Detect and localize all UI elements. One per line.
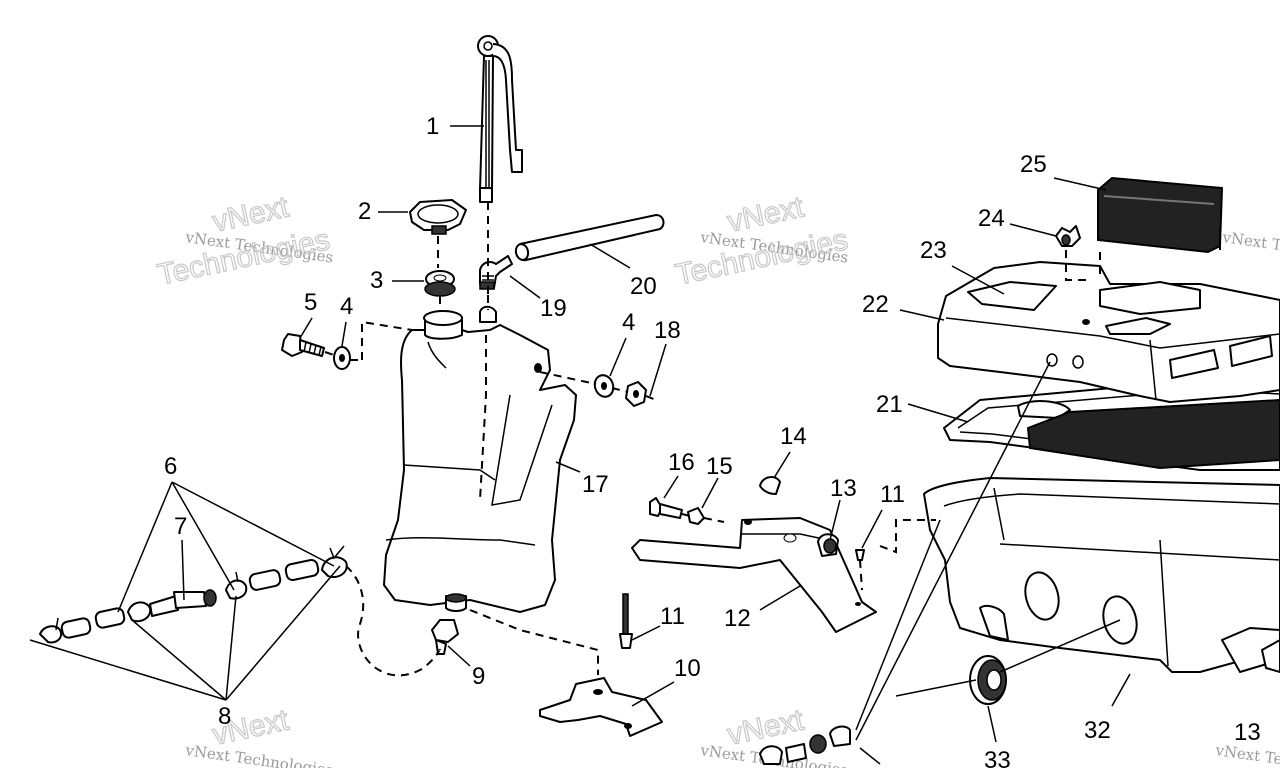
callout-11-upper: 11 bbox=[880, 481, 905, 508]
callout-18: 18 bbox=[654, 317, 681, 344]
bolt-part bbox=[281, 333, 325, 357]
callout-1: 1 bbox=[426, 113, 439, 140]
grommet-part-bottom-right bbox=[1261, 639, 1280, 673]
seal-ring-part bbox=[424, 270, 456, 297]
stud-part-upper bbox=[855, 549, 865, 561]
callout-12: 12 bbox=[724, 605, 751, 632]
callout-23: 23 bbox=[920, 237, 947, 264]
callout-5: 5 bbox=[304, 289, 317, 316]
callout-6: 6 bbox=[164, 453, 177, 480]
hose-assembly-part bbox=[39, 545, 348, 644]
air-filter-element-part bbox=[1017, 398, 1280, 470]
nut-part bbox=[625, 381, 647, 407]
callout-22: 22 bbox=[862, 291, 889, 318]
tank-cap-part bbox=[409, 199, 467, 235]
callout-10: 10 bbox=[674, 655, 701, 682]
callout-33: 33 bbox=[984, 747, 1011, 768]
watermark-text: vNext Technologies bbox=[183, 741, 334, 768]
grommet-part-lower bbox=[809, 725, 851, 754]
watermark-center: vNext vNext Technologies Technologies bbox=[672, 190, 851, 293]
callout-13-upper: 13 bbox=[830, 475, 857, 502]
screw-part bbox=[649, 497, 683, 519]
callout-17: 17 bbox=[582, 471, 609, 498]
watermark-text-large: Technologies bbox=[673, 223, 851, 292]
watermark-text-large: Technologies bbox=[155, 223, 333, 292]
callout-3: 3 bbox=[370, 267, 383, 294]
clip-part bbox=[759, 476, 781, 495]
callout-20: 20 bbox=[630, 273, 657, 300]
leader-lines bbox=[29, 125, 1131, 765]
elbow-fitting-part bbox=[479, 255, 513, 290]
callout-21: 21 bbox=[876, 391, 903, 418]
airbox-lower-part bbox=[923, 477, 1280, 673]
callout-4-right: 4 bbox=[622, 309, 635, 336]
callout-7: 7 bbox=[174, 513, 187, 540]
foam-filter-part bbox=[1097, 176, 1224, 254]
watermark-logo: vNext bbox=[210, 190, 293, 238]
callout-24: 24 bbox=[978, 205, 1005, 232]
watermark-bottom-left: vNext vNext Technologies bbox=[183, 703, 334, 768]
washer-part-left bbox=[333, 346, 351, 370]
oil-tank-part bbox=[383, 305, 577, 613]
lock-washer-part bbox=[687, 507, 705, 525]
stud-part-lower bbox=[619, 593, 633, 649]
callout-15: 15 bbox=[706, 453, 733, 480]
airbox-cover-part bbox=[937, 261, 1280, 403]
watermark-left: vNext vNext Technologies Technologies bbox=[154, 190, 335, 293]
vent-hose-part bbox=[514, 214, 665, 262]
callout-16: 16 bbox=[668, 449, 695, 476]
dipstick-part bbox=[477, 35, 523, 203]
washer-part-right bbox=[593, 374, 615, 398]
callout-labels: 1 2 3 5 4 19 20 4 18 17 6 7 8 9 10 11 12… bbox=[164, 113, 1261, 768]
callout-8: 8 bbox=[218, 703, 231, 730]
watermark-logo: vNext bbox=[725, 703, 808, 751]
wing-nut-part bbox=[1055, 225, 1081, 247]
callout-32: 32 bbox=[1084, 717, 1111, 744]
large-grommet-part bbox=[969, 655, 1007, 705]
callout-11-lower: 11 bbox=[660, 603, 685, 630]
watermark-logo: vNext bbox=[725, 190, 808, 238]
callout-4-left: 4 bbox=[340, 293, 353, 320]
lower-bracket-part bbox=[539, 677, 663, 737]
watermark-text: vNext Technologies bbox=[1220, 228, 1280, 267]
callout-19: 19 bbox=[540, 295, 567, 322]
small-hardware-lower bbox=[759, 743, 807, 765]
callout-2: 2 bbox=[358, 198, 371, 225]
drain-fitting-part bbox=[431, 619, 459, 655]
callout-14: 14 bbox=[780, 423, 807, 450]
callout-9: 9 bbox=[472, 663, 485, 690]
grommet-part-upper bbox=[817, 533, 839, 557]
callout-25: 25 bbox=[1020, 151, 1047, 178]
assembly-lines bbox=[324, 202, 1221, 677]
callout-13-lower: 13 bbox=[1234, 719, 1261, 746]
